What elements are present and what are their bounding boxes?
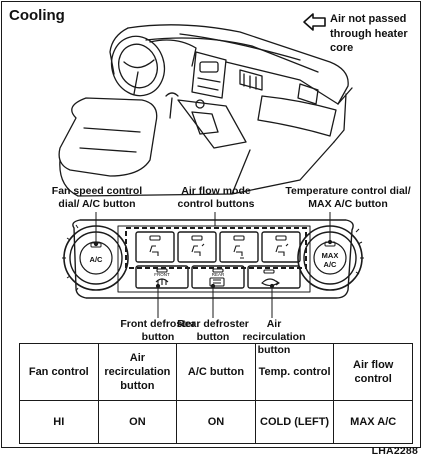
left-knob-label: A/C [90, 255, 104, 264]
table-header-row: Fan control Air recirculation button A/C… [19, 343, 413, 401]
header-ac-button: A/C button [176, 343, 256, 401]
air-flow-mode-label: Air flow mode control buttons [177, 185, 255, 210]
cooling-settings-table: Fan control Air recirculation button A/C… [19, 343, 413, 444]
front-button-text: FRONT [154, 272, 170, 277]
header-air-recirculation: Air recirculation button [97, 343, 178, 401]
cell-ac-button: ON [176, 400, 256, 444]
right-knob-label-top: MAX [322, 251, 339, 260]
right-knob-label-bottom: A/C [324, 260, 338, 269]
cell-temp-control: COLD (LEFT) [254, 400, 335, 444]
figure-frame [1, 1, 421, 448]
header-fan-control: Fan control [19, 343, 99, 401]
cell-fan-control: HI [19, 400, 99, 444]
rear-button-text: REAR [212, 272, 225, 277]
outline-arrow-left-icon [303, 13, 326, 31]
fan-speed-dial-label: Fan speed control dial/ A/C button [51, 185, 143, 210]
figure-code: LHA2288 [371, 445, 418, 457]
legend-text: Air not passed through heater core [330, 13, 408, 54]
dashboard-illustration: A/C MAX A/C FRONT REAR [58, 24, 364, 318]
cell-air-flow-control: MAX A/C [333, 400, 413, 444]
table-row: HI ON ON COLD (LEFT) MAX A/C [19, 400, 413, 444]
header-air-flow-control: Air flow control [333, 343, 413, 401]
rear-defroster-label: Rear defroster button [177, 318, 249, 343]
front-defroster-label: Front defroster button [120, 318, 196, 343]
header-temp-control: Temp. control [254, 343, 335, 401]
section-title: Cooling [9, 7, 65, 24]
cell-air-recirculation: ON [97, 400, 178, 444]
temperature-dial-label: Temperature control dial/ MAX A/C button [285, 185, 411, 210]
